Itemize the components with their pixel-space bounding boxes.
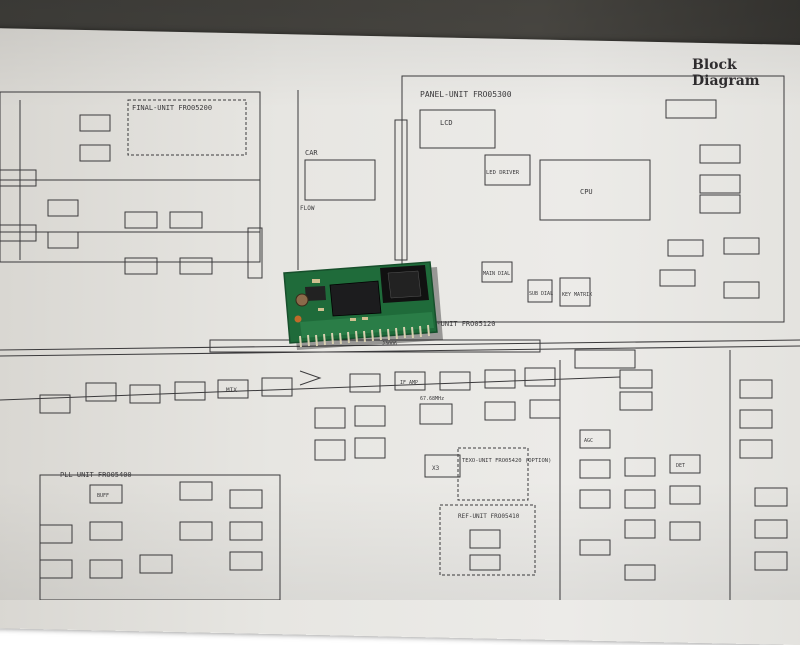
sub-dial-label: SUB DIAL (529, 291, 553, 297)
main-dial-label: MAIN DIAL (483, 271, 510, 277)
texo-unit-label: TEXO-UNIT FRO05420 (OPTION) (462, 458, 551, 464)
ref-unit-label: REF-UNIT FRO05410 (458, 513, 520, 520)
panel-connector (394, 119, 408, 261)
sub-dial-block (527, 279, 553, 303)
block-diagram-title: Block Diagram (692, 57, 760, 89)
final-unit-box (127, 99, 247, 156)
if-amp-label: IF AMP (400, 380, 418, 386)
connector-label: J3006 (382, 341, 397, 347)
main-dial-block (481, 261, 513, 283)
texo-unit-box (457, 447, 529, 501)
car-table (304, 159, 376, 201)
led-driver-label: LED DRIVER (486, 170, 520, 176)
det-label: DET (676, 463, 685, 469)
x3-label: X3 (432, 465, 440, 472)
key-matrix-block (559, 277, 591, 307)
pll-unit-label: PLL-UNIT FRO05400 (60, 471, 132, 479)
panel-unit-region (401, 75, 785, 323)
flow-label: FLOW (300, 205, 315, 212)
bus-connector (209, 339, 541, 353)
agc-label: AGC (584, 438, 593, 444)
led-driver-block (484, 154, 531, 186)
pcb-chip (329, 280, 382, 317)
final-unit-region (0, 91, 261, 263)
cpu-label: CPU (580, 188, 593, 196)
lcd-label: LCD (440, 119, 453, 127)
schematic-drawing: FINAL-UNIT FRO05200 PANEL-UNIT FRO05300 … (0, 75, 800, 600)
freq-label: 67.68MHz (420, 396, 444, 402)
pll-buff-label: BUFF (97, 493, 109, 499)
ref-unit-box (439, 504, 536, 576)
panel-unit-label: PANEL-UNIT FRO05300 (420, 90, 512, 99)
pcb-module (283, 261, 443, 350)
final-unit-label: FINAL-UNIT FRO05200 (132, 104, 212, 112)
mix-label: MIX (226, 387, 237, 394)
vr-unit-label: VR-UNIT FRO05120 (428, 320, 495, 328)
car-label: CAR (305, 149, 318, 157)
key-matrix-label: KEY MATRIX (562, 292, 592, 298)
lcd-block (419, 109, 496, 149)
cpu-block (539, 159, 651, 221)
pcb-capacitor (295, 293, 309, 307)
